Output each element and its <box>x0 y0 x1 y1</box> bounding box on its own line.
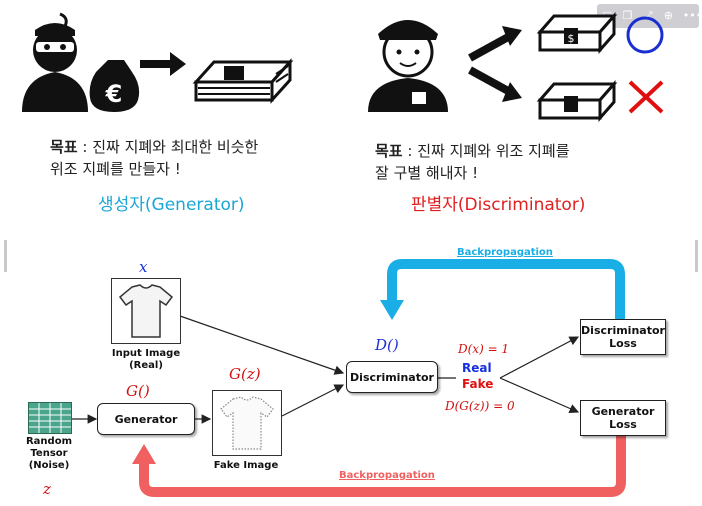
fake-image-label: Fake Image <box>213 460 279 471</box>
random-tensor-label-3: (Noise) <box>28 460 70 471</box>
copy-icon[interactable]: ❐ <box>622 9 633 22</box>
fake-image-frame <box>212 390 282 456</box>
discriminator-goal-line1: : 진짜 지폐와 위조 지폐를 <box>402 142 570 160</box>
left-edge-mark <box>4 240 7 272</box>
banknote-stack-icon: $ <box>536 12 618 54</box>
gan-diagram-lines <box>71 259 626 497</box>
random-tensor-label-1: Random <box>25 436 72 447</box>
arrow-right-icon <box>140 52 186 76</box>
generator-box: Generator <box>97 403 195 435</box>
tshirt-icon <box>220 396 274 450</box>
backprop-top-arrow <box>387 259 625 320</box>
svg-text:€: € <box>105 80 123 108</box>
banknote-stack-icon <box>536 80 618 122</box>
discriminator-goal-line2: 잘 구별 해내자 ! <box>375 164 479 182</box>
g-func-label: G() <box>126 382 150 400</box>
illustrations: € $ <box>22 12 664 122</box>
generator-goal-line2: 위조 지폐를 만들자 ! <box>50 160 181 178</box>
circle-icon <box>626 16 664 54</box>
banknote-stack-icon <box>192 58 294 104</box>
generator-loss-1: Generator <box>591 405 655 418</box>
noise-tensor-icon <box>28 402 72 434</box>
generator-loss-box: Generator Loss <box>580 400 666 436</box>
generator-loss-2: Loss <box>609 418 637 431</box>
right-edge-mark <box>695 240 698 272</box>
thief-icon <box>22 12 88 112</box>
fake-label: Fake <box>462 377 494 391</box>
generator-title: 생성자(Generator) <box>98 195 245 215</box>
input-image-frame <box>111 278 181 344</box>
z-symbol: z <box>43 480 51 498</box>
input-image-label-2: (Real) <box>129 360 163 371</box>
random-tensor-label-2: Tensor <box>30 448 68 459</box>
split-arrows-icon <box>468 26 522 102</box>
tshirt-icon <box>118 284 174 338</box>
x-mark-icon <box>628 80 664 114</box>
real-label: Real <box>462 361 492 375</box>
backprop-bottom-label: Backpropagation <box>339 470 435 481</box>
generator-goal-line1: : 진짜 지폐와 최대한 비슷한 <box>77 138 259 156</box>
discriminator-loss-1: Discriminator <box>581 324 665 337</box>
discriminator-title: 판별자(Discriminator) <box>411 195 586 215</box>
money-bag-icon: € <box>89 60 140 112</box>
input-image-label-1: Input Image <box>111 348 181 359</box>
discriminator-loss-box: Discriminator Loss <box>580 319 666 355</box>
gz-label: G(z) <box>229 365 261 383</box>
discriminator-loss-2: Loss <box>609 337 637 350</box>
backprop-bottom-arrow <box>139 432 626 497</box>
d-func-label: D() <box>375 336 399 354</box>
discriminator-goal: 목표 : 진짜 지폐와 위조 지폐를 잘 구별 해내자 ! <box>375 140 570 184</box>
input-image-label: Input Image (Real) <box>96 348 196 372</box>
generator-goal: 목표 : 진짜 지폐와 최대한 비슷한 위조 지폐를 만들자 ! <box>50 136 258 180</box>
police-icon <box>368 20 448 112</box>
x-symbol: x <box>139 258 148 276</box>
dx-equation: D(x) = 1 <box>458 342 510 356</box>
generator-goal-bold: 목표 <box>50 138 78 156</box>
discriminator-goal-bold: 목표 <box>375 142 403 160</box>
random-tensor-label: Random Tensor (Noise) <box>14 436 84 472</box>
dgz-equation: D(G(z)) = 0 <box>445 399 515 413</box>
svg-text:$: $ <box>568 32 575 45</box>
discriminator-box: Discriminator <box>346 361 438 393</box>
backprop-top-label: Backpropagation <box>457 247 553 258</box>
expand-icon[interactable]: ⤢ <box>643 9 653 22</box>
download-icon[interactable]: ⊕ <box>663 9 673 22</box>
